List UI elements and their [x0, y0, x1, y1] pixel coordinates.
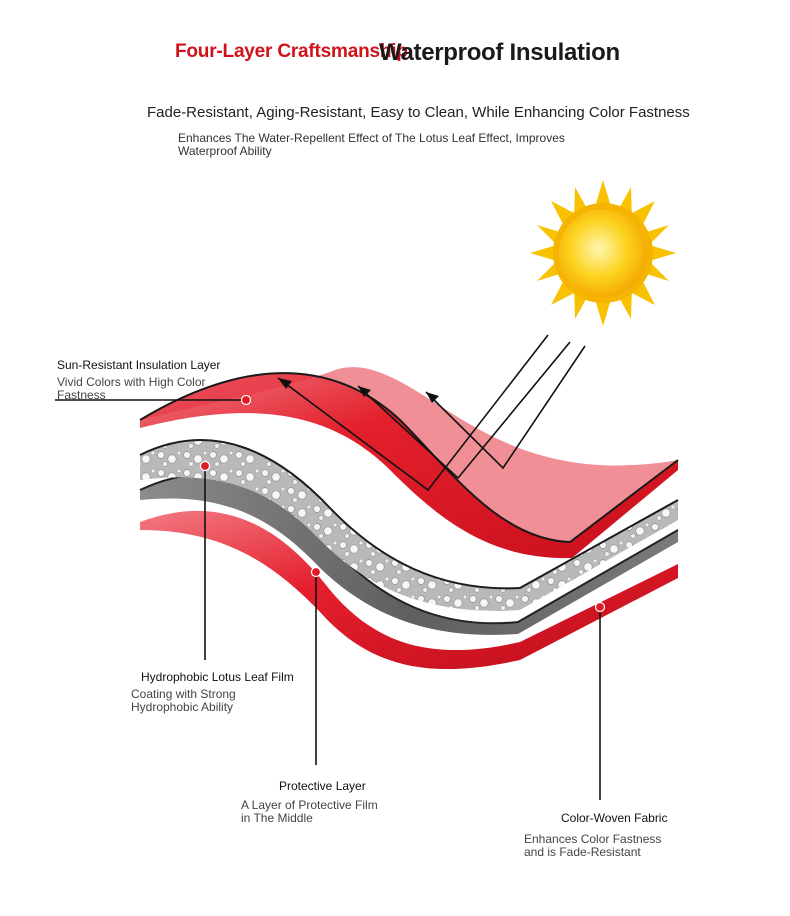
layer-sun-resistant [140, 373, 678, 559]
sun-icon [530, 180, 676, 326]
callout-dots [199, 394, 606, 613]
sun-resistant-edge [139, 372, 679, 544]
hydrophobic-edge [139, 439, 679, 590]
callout-hydrophobic: Hydrophobic Lotus Leaf Film Coating with… [131, 670, 294, 714]
color-woven-desc-1: Enhances Color Fastness [524, 832, 662, 846]
callout-sun-resistant: Sun-Resistant Insulation Layer Vivid Col… [57, 358, 220, 402]
color-woven-title: Color-Woven Fabric [561, 811, 668, 825]
callout-lines [55, 399, 601, 800]
layer-sun-resistant-surface [140, 367, 678, 542]
sun-resistant-desc-2: Fastness [57, 388, 106, 402]
sun-resistant-title: Sun-Resistant Insulation Layer [57, 358, 221, 372]
subline: Enhances The Water-Repellent Effect of T… [178, 132, 598, 158]
subline-line-1: Enhances The Water-Repellent Effect of T… [178, 131, 565, 145]
layer-protective [140, 474, 678, 635]
color-woven-desc-2: and is Fade-Resistant [524, 845, 641, 859]
callout-protective: Protective Layer A Layer of Protective F… [241, 779, 378, 825]
callout-color-woven: Color-Woven Fabric Enhances Color Fastne… [524, 811, 667, 859]
protective-title: Protective Layer [279, 779, 366, 793]
headline: Fade-Resistant, Aging-Resistant, Easy to… [147, 104, 690, 121]
subline-line-2: Waterproof Ability [178, 144, 272, 158]
hydrophobic-title: Hydrophobic Lotus Leaf Film [141, 670, 294, 684]
reflection-arrows [277, 334, 586, 492]
layer-color-woven [140, 510, 678, 670]
hydrophobic-desc-2: Hydrophobic Ability [131, 700, 234, 714]
title-four-layer: Four-Layer Craftsmanship [175, 41, 408, 62]
hydrophobic-desc-1: Coating with Strong [131, 687, 236, 701]
protective-desc-1: A Layer of Protective Film [241, 798, 378, 812]
protective-desc-2: in The Middle [241, 811, 313, 825]
layer-hydrophobic [140, 440, 678, 611]
sun-resistant-desc-1: Vivid Colors with High Color [57, 375, 206, 389]
arrow-heads [278, 378, 439, 403]
title-waterproof: Waterproof Insulation [379, 39, 620, 66]
